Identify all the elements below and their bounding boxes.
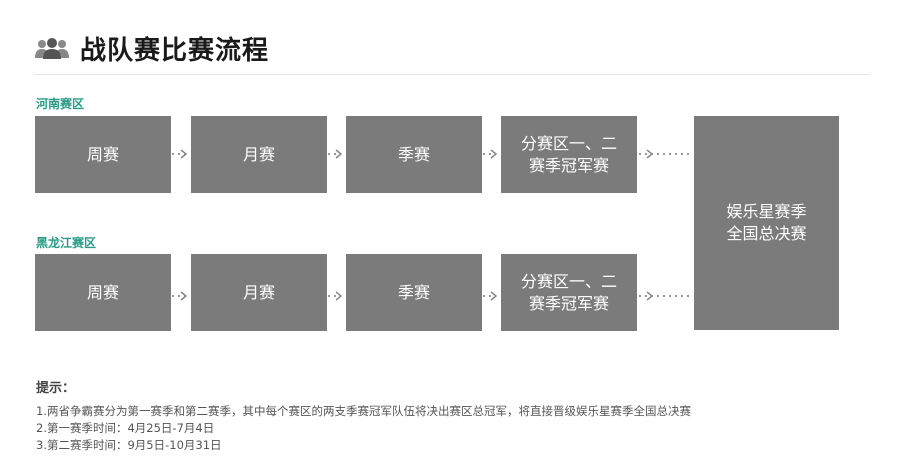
final-box-national-finals: 娱乐星赛季 全国总决赛 — [694, 116, 839, 330]
page-title: 战队赛比赛流程 — [80, 35, 270, 66]
arrow-head — [646, 149, 654, 159]
people-icon — [35, 38, 69, 59]
stage-box-season: 季赛 — [346, 116, 482, 193]
arrow-head — [646, 291, 654, 301]
header-divider — [34, 74, 870, 75]
stage-box-monthly: 月赛 — [191, 116, 327, 193]
stage-box-season: 季赛 — [346, 254, 482, 331]
arrow-head — [180, 149, 188, 159]
region-label-heilongjiang: 黑龙江赛区 — [36, 236, 97, 250]
arrow-head — [490, 291, 498, 301]
page-header: 战队赛比赛流程 — [34, 28, 269, 68]
arrow-head — [490, 149, 498, 159]
tip-note-1: 1.两省争霸赛分为第一赛季和第二赛季，其中每个赛区的两支季赛冠军队伍将决出赛区总… — [36, 404, 691, 418]
arrow-head — [335, 149, 343, 159]
stage-box-weekly: 周赛 — [35, 116, 171, 193]
stage-box-weekly: 周赛 — [35, 254, 171, 331]
stage-box-division-champion: 分赛区一、二 赛季冠军赛 — [501, 254, 637, 331]
stage-box-division-champion: 分赛区一、二 赛季冠军赛 — [501, 116, 637, 193]
arrow-head — [180, 291, 188, 301]
tip-note-3: 3.第二赛季时间：9月5日-10月31日 — [36, 438, 222, 452]
region-label-henan: 河南赛区 — [36, 97, 85, 111]
tip-note-2: 2.第一赛季时间：4月25日-7月4日 — [36, 421, 215, 435]
tips-title: 提示： — [36, 381, 76, 396]
stage-box-monthly: 月赛 — [191, 254, 327, 331]
arrow-head — [335, 291, 343, 301]
